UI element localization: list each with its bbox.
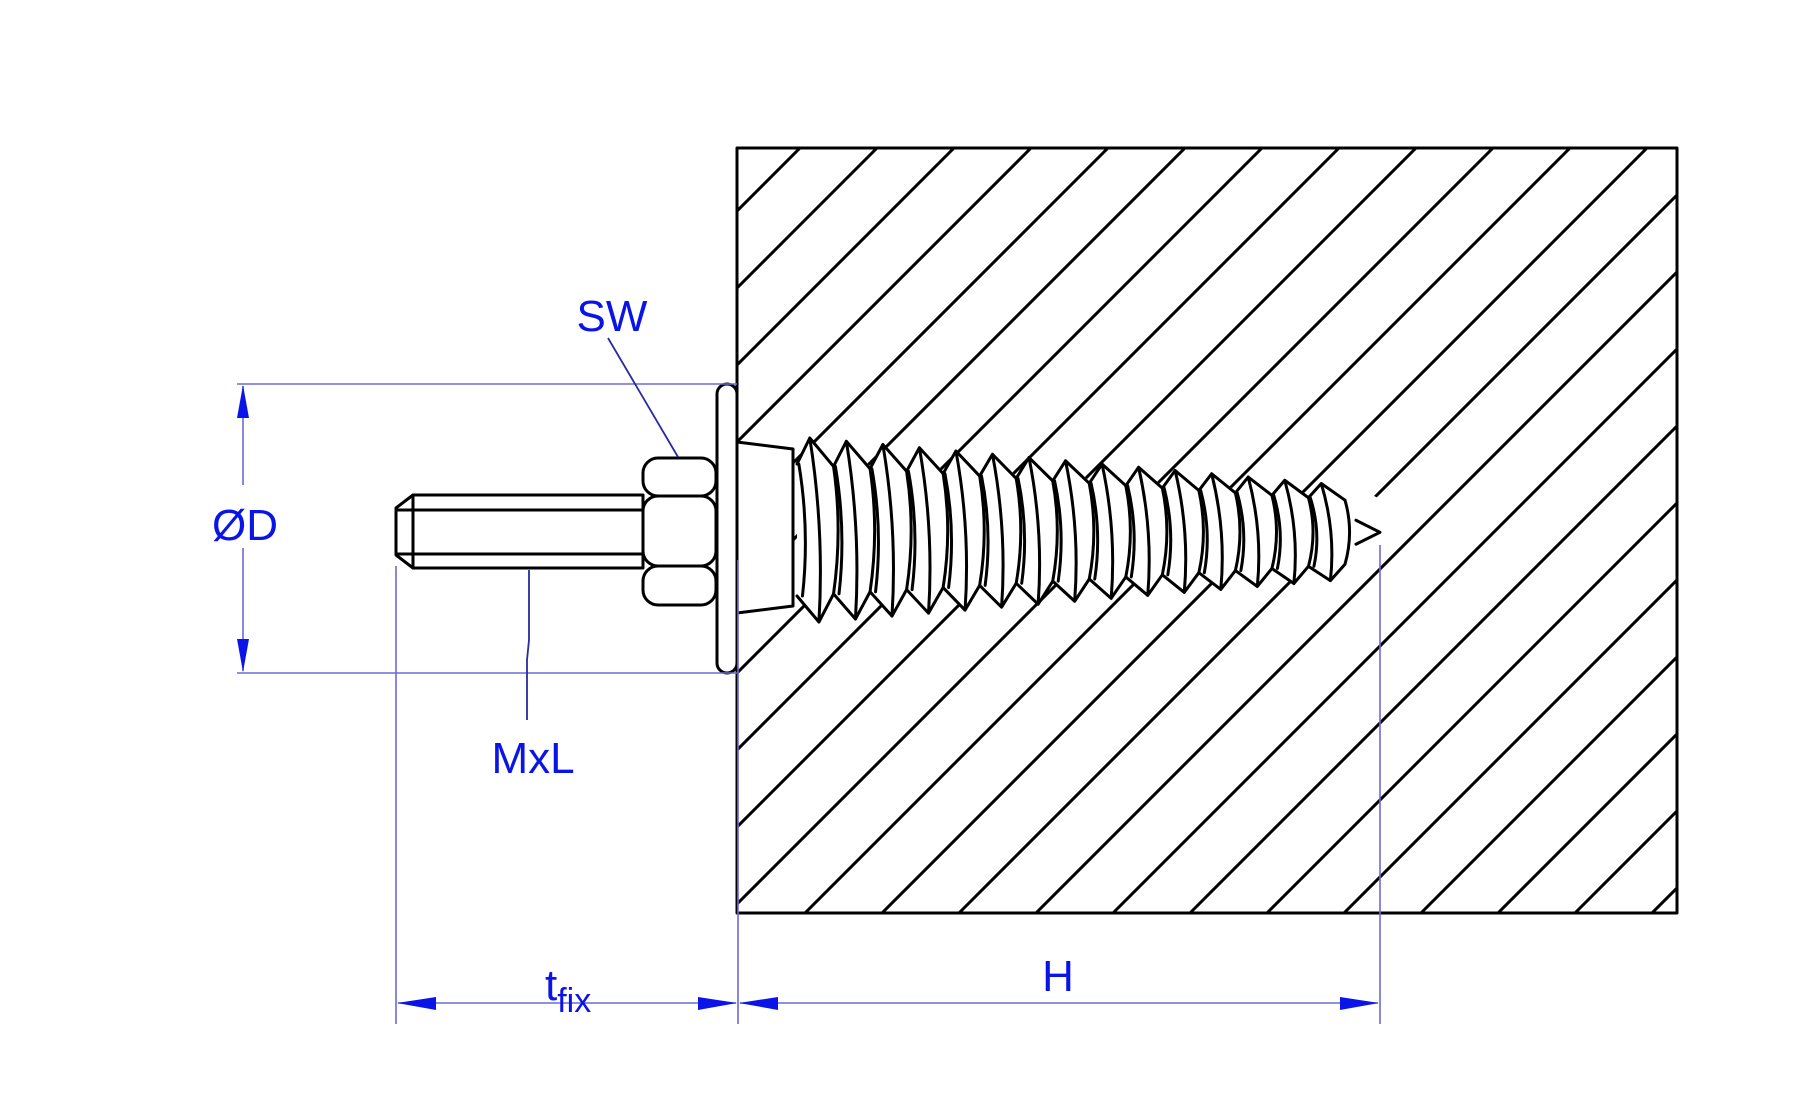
screw-thread-turn — [1087, 462, 1132, 600]
screw-thread-turn — [1051, 459, 1096, 603]
screw-thread — [795, 436, 1382, 624]
thread-size-leader — [526, 570, 530, 720]
hatch-line — [1650, 885, 1677, 913]
tfix-arrow-right — [698, 997, 737, 1010]
hatch-line — [0, 148, 184, 913]
screw-thread-turn — [1233, 475, 1278, 588]
hatch-line — [1034, 269, 1677, 913]
hatch-line — [1419, 654, 1677, 913]
hatch-line — [1111, 346, 1677, 913]
screw-thread-turn — [795, 436, 840, 624]
screw-thread-turn — [868, 443, 913, 618]
diameter-arrow-bottom — [237, 639, 249, 672]
screw-tip — [1354, 518, 1382, 546]
diameter-arrow-top — [237, 385, 249, 418]
screw-thread-turn — [1270, 478, 1315, 586]
dimension-wrench-size: SW — [577, 292, 679, 458]
washer — [715, 382, 739, 675]
hatch-line — [1496, 731, 1677, 913]
hatch-line — [1265, 500, 1677, 913]
dimension-fixture-thickness: tfix — [395, 560, 739, 1024]
hatch-line — [0, 148, 338, 913]
hex-nut-face-middle — [641, 494, 718, 568]
dimension-diameter: ØD — [212, 383, 737, 674]
screw-thread-turn — [1197, 472, 1242, 591]
threaded-stud — [394, 493, 645, 570]
hex-nut-face-top — [641, 456, 718, 498]
hatch-line — [0, 148, 415, 913]
diameter-label: ØD — [212, 501, 278, 550]
h-arrow-left — [739, 997, 778, 1010]
screw-thread-turn — [905, 446, 950, 615]
hatch-line — [737, 148, 879, 291]
h-label: H — [1042, 952, 1074, 1001]
screw-thread-turn — [1014, 456, 1059, 606]
screw-thread-turn — [1160, 469, 1205, 594]
hatch-line — [737, 148, 1033, 445]
hex-nut — [641, 456, 718, 607]
hatch-line — [1342, 577, 1677, 913]
hatch-line — [0, 148, 30, 913]
h-arrow-right — [1340, 997, 1379, 1010]
screw-thread-turn — [1124, 465, 1169, 597]
thread-size-label: MxL — [491, 734, 574, 783]
hatch-line — [1188, 423, 1677, 913]
dimension-embedment-depth: H — [739, 545, 1381, 1024]
stud-body — [394, 493, 645, 570]
tfix-arrow-left — [397, 997, 436, 1010]
cone-collar — [735, 440, 795, 615]
screw-thread-turn — [978, 452, 1023, 609]
wrench-size-leader — [607, 337, 679, 458]
tfix-label: tfix — [545, 961, 591, 1020]
hatch-line — [737, 148, 1110, 522]
hatch-line — [0, 148, 107, 913]
hex-nut-face-bottom — [641, 564, 718, 607]
screw-thread-turn — [832, 439, 877, 621]
dimension-thread-size: MxL — [491, 570, 575, 783]
hatch-line — [737, 148, 956, 368]
wrench-size-label: SW — [577, 292, 648, 341]
screw-thread-turn — [1306, 482, 1352, 583]
screw-thread-turn — [941, 449, 986, 612]
hatch-line — [1729, 148, 1795, 913]
